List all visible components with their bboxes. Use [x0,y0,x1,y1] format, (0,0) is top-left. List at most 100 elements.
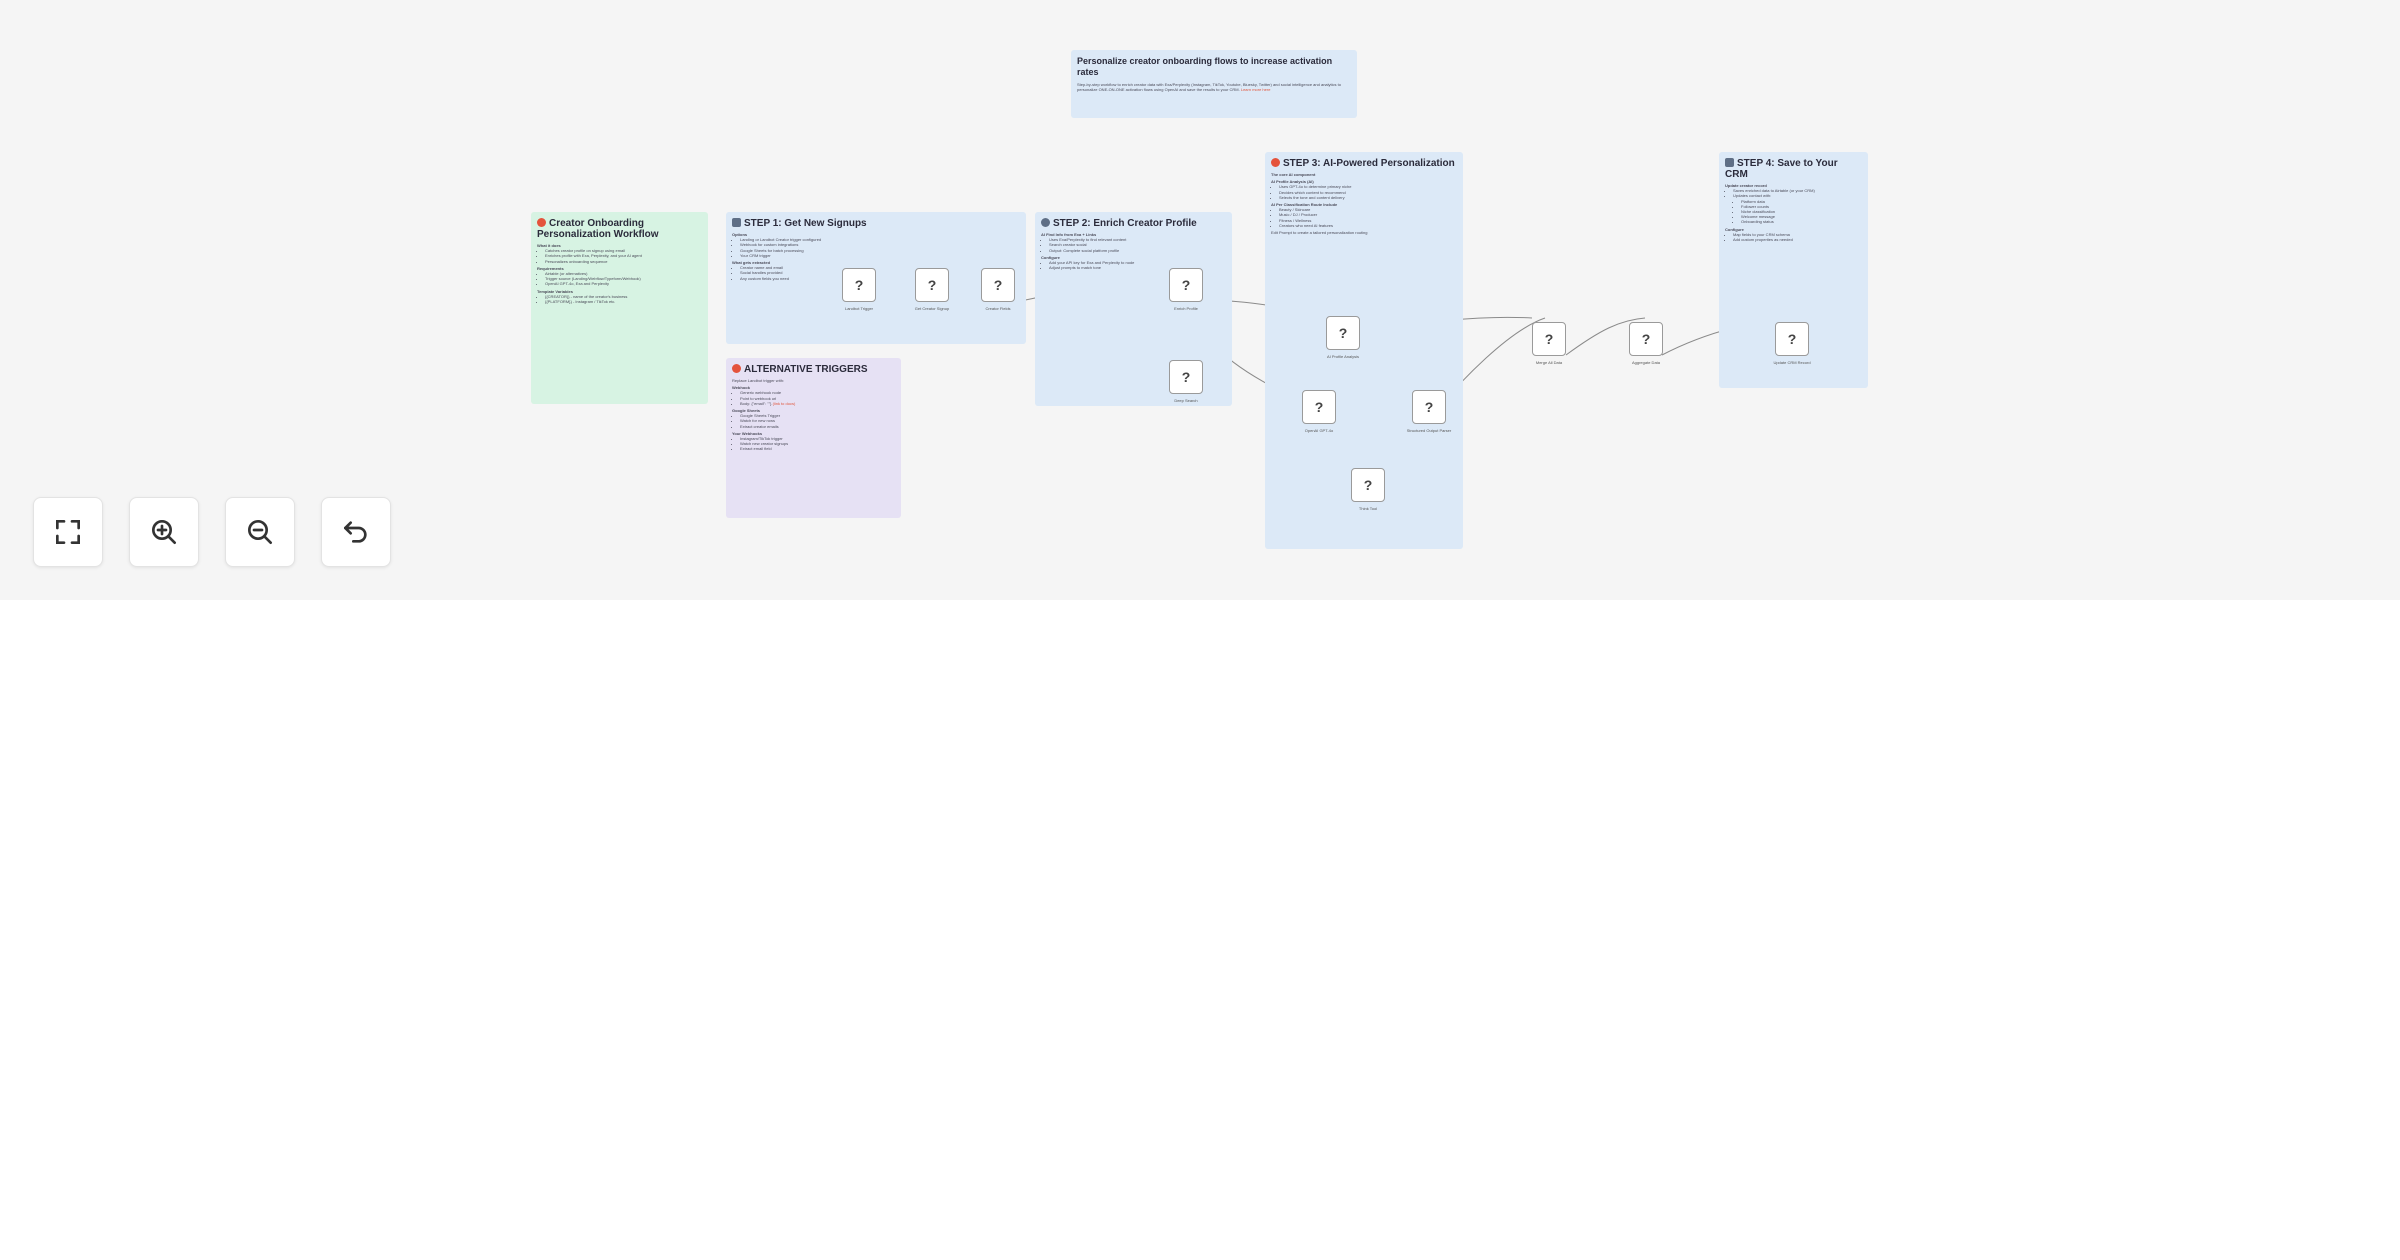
zoom-out-button[interactable] [225,497,295,567]
landbot-trigger-node[interactable]: ? [842,268,876,302]
section-list: Uses Exa/Perplexity to find relevant con… [1041,237,1226,253]
list-item: Music / DJ / Producer [1279,212,1457,217]
section-list: Catches creator profile on signup using … [537,248,702,264]
alt-triggers-title: ALTERNATIVE TRIGGERS [732,364,895,375]
list-item: Personalizes onboarding sequence [545,259,702,264]
list-item: Google Sheets for batch processing [740,248,860,253]
unknown-node-icon: ? [993,277,1003,293]
section-list: Uses GPT-4o to determine primary niche D… [1271,184,1457,200]
list-item: Onboarding status [1741,219,1862,224]
list-item: Uses Exa/Perplexity to find relevant con… [1049,237,1226,242]
section-heading: AI Per Classification Route Include [1271,202,1338,208]
ai-profile-analysis-node[interactable]: ? [1326,316,1360,350]
node-label: Deep Search [1174,398,1198,403]
docs-link[interactable]: (link to docs) [772,400,796,406]
list-item: Creator name and email [740,265,860,270]
list-item: Enriches profile with Exa, Perplexity, a… [545,253,702,258]
merge-all-data-node[interactable]: ? [1532,322,1566,356]
node-label: Aggregate Data [1631,360,1661,365]
list-item: Google Sheets Trigger [740,413,895,418]
section-list: Google Sheets Trigger Watch for new rows… [732,413,895,429]
list-item: Any custom fields you need [740,276,860,281]
step4-title: STEP 4: Save to Your CRM [1725,158,1862,180]
workflow-note-title-text: Creator Onboarding Personalization Workf… [537,218,659,240]
node-label: Update CRM Record [1773,360,1811,365]
title-sticky-note[interactable]: Personalize creator onboarding flows to … [1071,50,1357,118]
list-item: Watch new creator signups [740,441,895,446]
unknown-node-icon: ? [1314,399,1324,415]
zoom-out-icon [248,520,272,544]
list-item: Decides which content to recommend [1279,190,1457,195]
node-label: AI Profile Analysis [1326,354,1359,359]
undo-icon [344,521,367,543]
workflow-canvas[interactable]: Personalize creator onboarding flows to … [0,0,2400,600]
list-item: Point to webhook url [740,396,895,401]
node-label: Landbot Trigger [844,306,874,311]
deep-search-node[interactable]: ? [1169,360,1203,394]
save-icon [1725,158,1734,167]
list-item: Webhook for custom integrations [740,242,860,247]
section-heading: Template Variables [537,288,573,294]
list-item: Catches creator profile on signup using … [545,248,702,253]
section-list: Instagram/TikTok trigger Watch new creat… [732,436,895,452]
list-item: Your CRM trigger [740,253,860,258]
get-creator-signup-node[interactable]: ? [915,268,949,302]
workflow-note-title: Creator Onboarding Personalization Workf… [537,218,702,240]
section-list: {{CREATOR}} - name of the creator's busi… [537,294,702,304]
alt-triggers-intro: Replace Landbot trigger with: [732,378,785,383]
list-item: OpenAI GPT-4o, Exa and Perplexity [545,281,702,286]
step4-note[interactable]: STEP 4: Save to Your CRM Update creator … [1719,152,1868,388]
alternative-triggers-note[interactable]: ALTERNATIVE TRIGGERS Replace Landbot tri… [726,358,901,518]
list-item: {{CREATOR}} - name of the creator's busi… [545,294,702,299]
unknown-node-icon: ? [1181,369,1191,385]
enrich-profile-node[interactable]: ? [1169,268,1203,302]
node-label: Merge All Data [1535,360,1563,365]
unknown-node-icon: ? [1338,325,1348,341]
section-heading: AI Find Info from Exa + Links [1041,232,1097,237]
workflow-overview-note[interactable]: Creator Onboarding Personalization Workf… [531,212,708,404]
fit-view-button[interactable] [33,497,103,567]
section-heading: Webhook [732,385,750,391]
list-item: Map fields to your CRM schema [1733,232,1862,237]
structured-output-parser-node[interactable]: ? [1412,390,1446,424]
step2-title-text: STEP 2: Enrich Creator Profile [1053,218,1197,229]
creator-fields-node[interactable]: ? [981,268,1015,302]
fit-view-icon [56,520,80,544]
list-item: Trigger source (Landing/Webflow/Typeform… [545,276,702,281]
list-item: Extract creator emails [740,424,895,429]
step1-title-text: STEP 1: Get New Signups [744,218,867,229]
undo-button[interactable] [321,497,391,567]
alt-triggers-title-text: ALTERNATIVE TRIGGERS [744,364,868,375]
list-item: Add custom properties as needed [1733,237,1862,242]
list-item: Niche classification [1741,209,1862,214]
step1-note[interactable]: STEP 1: Get New Signups Options Landing … [726,212,1026,344]
unknown-node-icon: ? [1641,331,1651,347]
update-crm-record-node[interactable]: ? [1775,322,1809,356]
list-item: Landing or Landbot Creator trigger confi… [740,237,860,242]
list-item: {{PLATFORM}} - Instagram / TikTok etc. [545,299,702,304]
list-item: Instagram/TikTok trigger [740,436,895,441]
section-heading: Google Sheets [732,408,761,414]
list-item: Generic webhook node [740,390,895,395]
list-item: Platform data [1741,199,1862,204]
list-item: Beauty / Skincare [1279,207,1457,212]
step2-title: STEP 2: Enrich Creator Profile [1041,218,1226,229]
title-note-heading: Personalize creator onboarding flows to … [1077,56,1333,77]
openai-gpt-node[interactable]: ? [1302,390,1336,424]
aggregate-data-node[interactable]: ? [1629,322,1663,356]
section-list: Creator name and email Social handles pr… [732,265,860,281]
list-item: Follower counts [1741,204,1862,209]
think-tool-node[interactable]: ? [1351,468,1385,502]
step3-title: STEP 3: AI-Powered Personalization [1271,158,1457,169]
zoom-in-button[interactable] [129,497,199,567]
unknown-node-icon: ? [1544,331,1554,347]
list-item: Add your API key for Exa and Perplexity … [1049,260,1149,265]
learn-more-link[interactable]: Learn more here [1240,87,1271,93]
list-item: Creators who need AI features [1279,223,1457,228]
section-heading: AI Profile Analysis (AI) [1271,179,1314,185]
section-list: Map fields to your CRM schema Add custom… [1725,232,1862,242]
section-heading: Options [732,232,748,237]
unknown-node-icon: ? [1787,331,1797,347]
inbox-icon [732,218,741,227]
section-heading: Your Webhooks [732,430,763,436]
